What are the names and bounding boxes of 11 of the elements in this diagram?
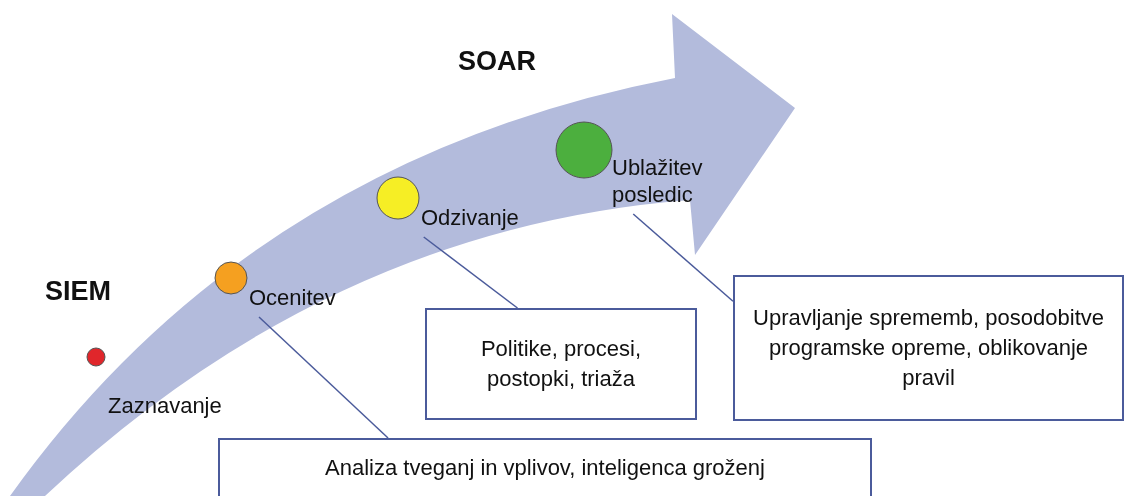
leader-line	[422, 236, 519, 309]
phase-heading: SOAR	[458, 46, 536, 77]
stage-label: Ocenitev	[249, 284, 349, 311]
info-box: Analiza tveganj in vplivov, inteligenca groženj	[218, 438, 872, 496]
leader-line	[632, 213, 734, 303]
phase-heading: SIEM	[45, 276, 111, 307]
stage-label: Zaznavanje	[108, 392, 248, 419]
stage-label: Ublažitev posledic	[612, 154, 730, 208]
info-box: Upravljanje sprememb, posodobitve programske opreme, oblikovanje pravil	[733, 275, 1124, 421]
info-box: Politike, procesi, postopki, triaža	[425, 308, 697, 420]
stage-label: Odzivanje	[421, 204, 557, 231]
